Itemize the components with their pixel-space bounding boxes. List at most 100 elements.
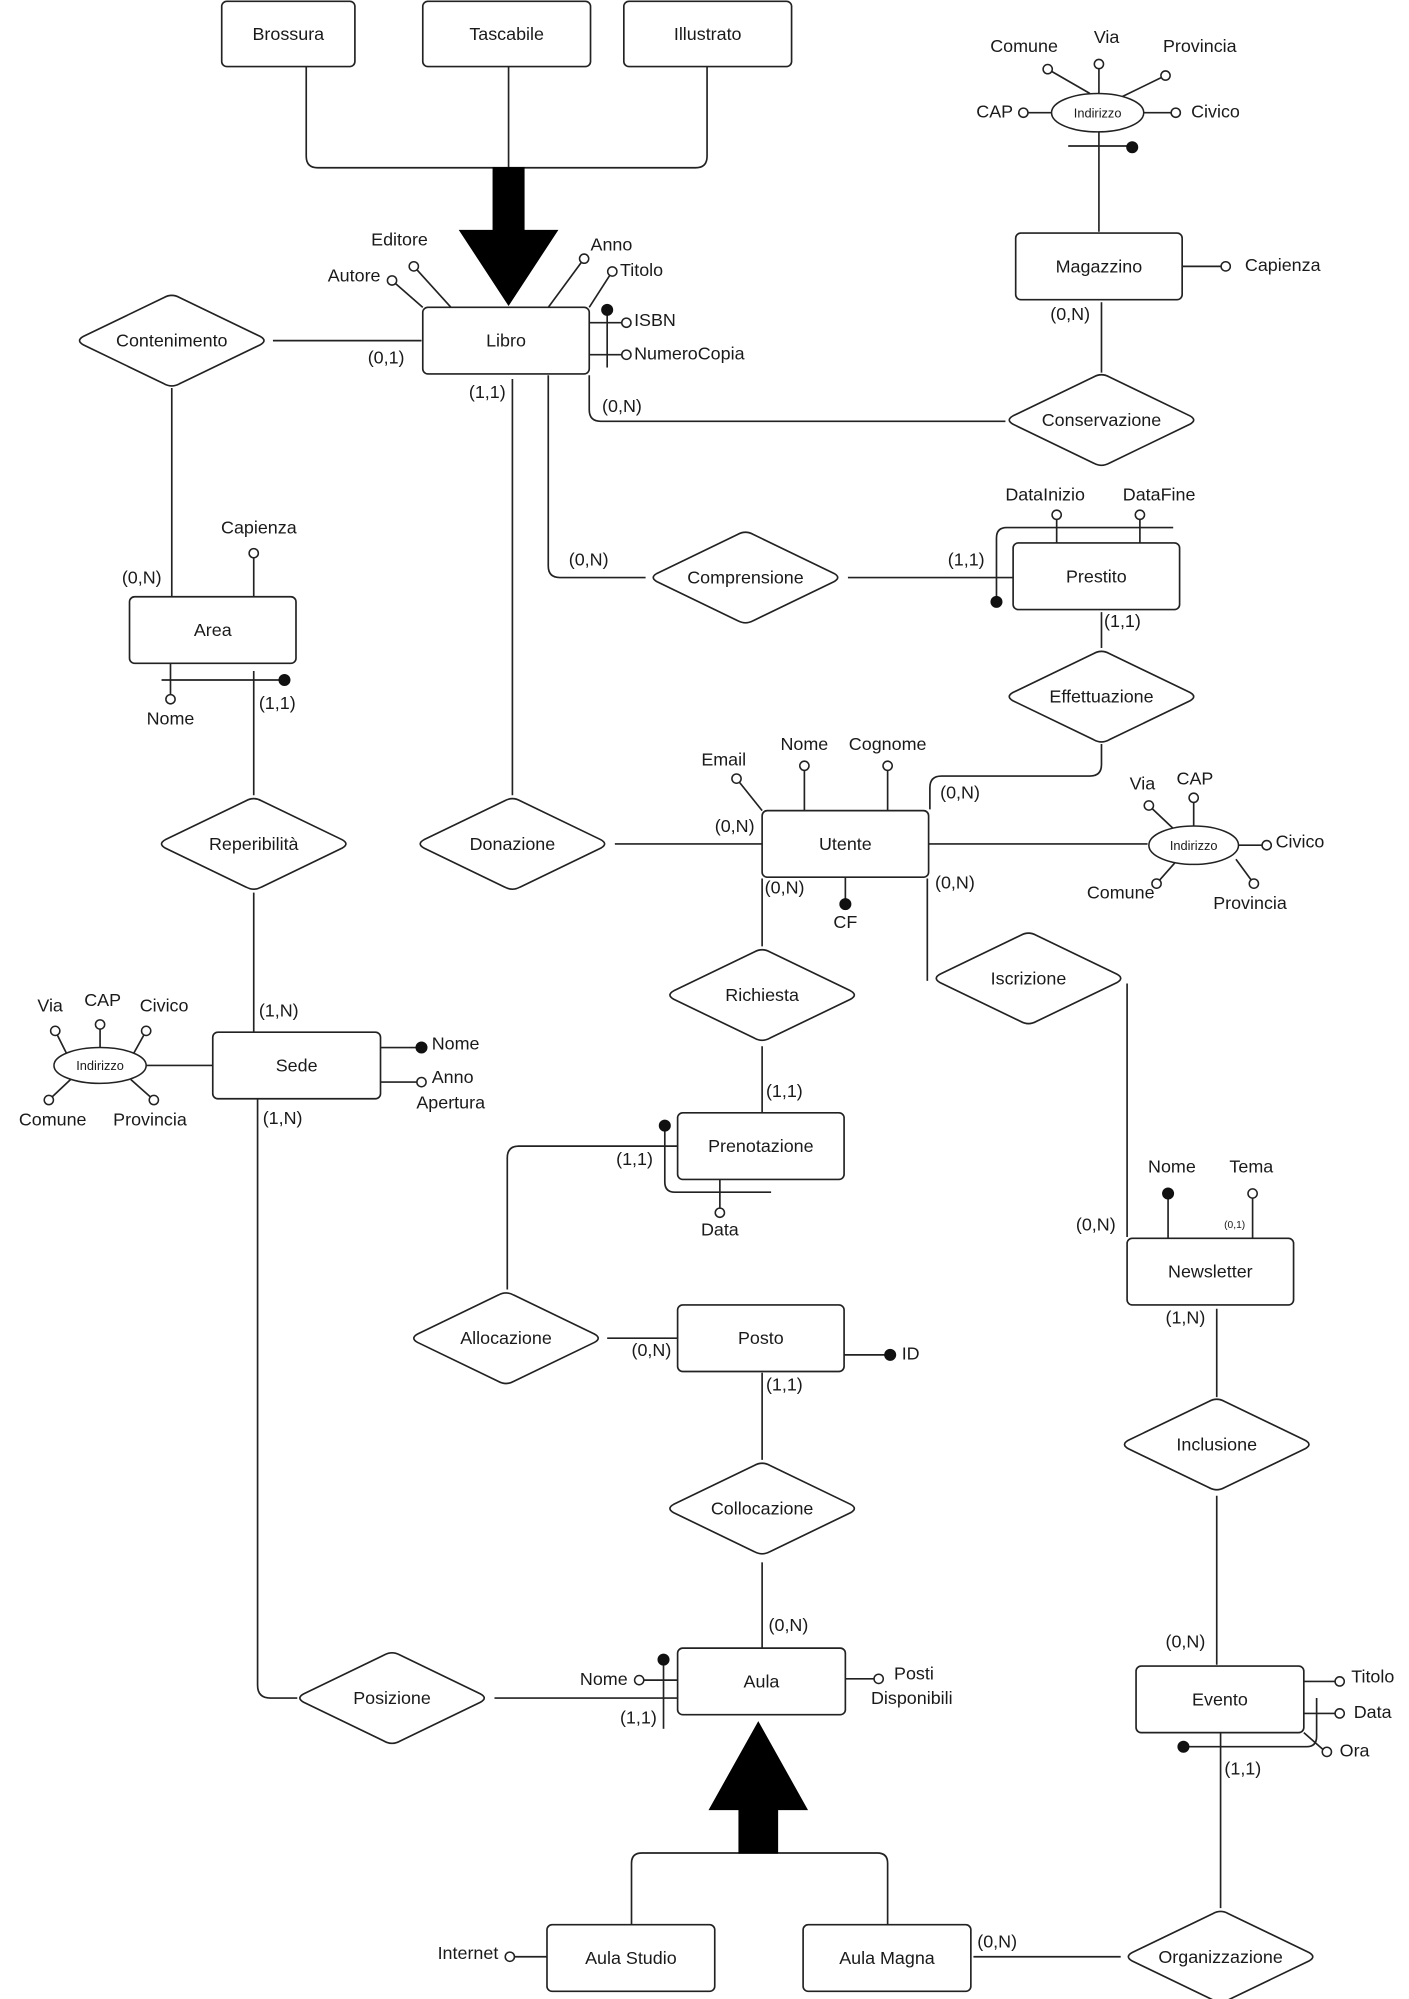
attribute-ora-dot-icon (1321, 1746, 1333, 1758)
relationship-conservazione[interactable]: Conservazione (1008, 373, 1195, 467)
attribute-line (735, 778, 763, 812)
composite-attribute-indirizzo-sede: Indirizzo (53, 1046, 147, 1085)
entity-label: Utente (819, 834, 872, 854)
attribute-titolo: Titolo (620, 260, 663, 280)
entity-label: Aula (744, 1671, 780, 1691)
attribute-nome-aula: Nome (580, 1669, 628, 1689)
entity-prenotazione[interactable]: Prenotazione (676, 1111, 845, 1181)
attribute-nome-sede: Nome (432, 1034, 480, 1054)
entity-magazzino[interactable]: Magazzino (1014, 232, 1183, 301)
attribute-titolo-evento: Titolo (1351, 1666, 1394, 1686)
attribute-datafine-dot-icon (1134, 509, 1146, 521)
attribute-cap-utente: CAP (1177, 769, 1214, 789)
relationship-richiesta[interactable]: Richiesta (669, 948, 856, 1042)
attribute-line (547, 258, 585, 308)
relationship-reperibilita[interactable]: Reperibilità (160, 797, 347, 891)
composite-attribute-ellipse (1050, 92, 1145, 133)
relationship-diamond (419, 797, 606, 891)
entity-posto[interactable]: Posto (676, 1304, 845, 1373)
entity-illustrato[interactable]: Illustrato (622, 0, 793, 68)
attribute-anno-sede: Anno (432, 1067, 474, 1087)
attribute-data-prenotazione-dot-icon (714, 1207, 726, 1219)
relationship-organizzazione[interactable]: Organizzazione (1127, 1910, 1314, 1999)
relationship-label: Donazione (470, 834, 556, 854)
cardinality-utente-effettuazione: (0,N) (940, 783, 980, 803)
cardinality-newsletter-inclusione: (1,N) (1166, 1308, 1206, 1328)
relationship-diamond (412, 1292, 600, 1385)
entity-box (802, 1923, 972, 1993)
relationship-label: Iscrizione (991, 968, 1067, 988)
relationship-label: Allocazione (460, 1328, 552, 1348)
attribute-cap: CAP (976, 101, 1013, 121)
attribute-provincia-sede: Provincia (113, 1109, 187, 1129)
relationship-label: Reperibilità (209, 834, 299, 854)
identifier-bar (1183, 1698, 1318, 1748)
relationship-diamond (1127, 1910, 1314, 1999)
identifier-nome-sede-dot-icon (415, 1041, 428, 1054)
entity-area[interactable]: Area (128, 595, 297, 665)
relationship-diamond (1123, 1398, 1310, 1491)
relationship-iscrizione[interactable]: Iscrizione (935, 932, 1122, 1025)
relationship-label: Effettuazione (1049, 687, 1153, 707)
connector-line (506, 1145, 678, 1290)
entity-tascabile[interactable]: Tascabile (421, 0, 592, 68)
attribute-tema-dot-icon (1247, 1188, 1258, 1199)
attribute-nome-area-dot-icon (165, 693, 176, 705)
attribute-line (1148, 804, 1174, 830)
cardinality-utente-donazione: (0,N) (715, 816, 755, 836)
relationship-label: Collocazione (711, 1499, 814, 1519)
composite-attribute-label: Indirizzo (1074, 105, 1122, 120)
attribute-civico-sede-dot-icon (140, 1025, 152, 1037)
attribute-via-utente-dot-icon (1143, 800, 1155, 811)
attribute-civico-sede: Civico (140, 995, 189, 1015)
entity-brossura[interactable]: Brossura (220, 0, 356, 68)
relationship-contenimento[interactable]: Contenimento (78, 294, 265, 387)
relationship-inclusione[interactable]: Inclusione (1123, 1398, 1310, 1491)
entity-newsletter[interactable]: Newsletter (1126, 1237, 1295, 1306)
relationship-diamond (935, 932, 1122, 1025)
identifier-bar (995, 526, 1174, 607)
attribute-provincia-dot-icon (1160, 70, 1171, 81)
entity-libro[interactable]: Libro (421, 306, 591, 375)
attribute-line (391, 279, 424, 308)
attribute-civico-utente-dot-icon (1261, 839, 1273, 851)
relationship-diamond (669, 948, 856, 1042)
relationship-diamond (652, 531, 839, 624)
entity-prestito[interactable]: Prestito (1012, 542, 1181, 611)
cardinality-libro-donazione: (1,1) (469, 382, 506, 402)
entity-evento[interactable]: Evento (1135, 1665, 1305, 1734)
attribute-via: Via (1094, 27, 1120, 47)
entity-aula-magna[interactable]: Aula Magna (802, 1923, 972, 1993)
relationship-effettuazione[interactable]: Effettuazione (1008, 650, 1195, 743)
attribute-internet: Internet (438, 1943, 499, 1963)
cardinality-libro-comprensione: (0,N) (569, 550, 609, 570)
cardinality-utente-iscrizione: (0,N) (935, 872, 975, 892)
entity-utente[interactable]: Utente (761, 809, 930, 879)
relationship-allocazione[interactable]: Allocazione (412, 1292, 600, 1385)
attribute-cap-sede-dot-icon (94, 1019, 106, 1030)
attribute-nome-utente: Nome (781, 734, 829, 754)
entity-sede[interactable]: Sede (211, 1031, 382, 1100)
attribute-cognome: Cognome (849, 734, 927, 754)
cardinality-sede-posizione: (1,N) (263, 1108, 303, 1128)
attribute-via-utente: Via (1130, 774, 1156, 794)
entity-label: Prestito (1066, 566, 1127, 586)
relationship-donazione[interactable]: Donazione (419, 797, 606, 891)
cardinality-magazzino-conservazione: (0,N) (1050, 304, 1090, 324)
entity-label: Newsletter (1168, 1262, 1253, 1282)
relationship-collocazione[interactable]: Collocazione (669, 1462, 856, 1555)
relationship-comprensione[interactable]: Comprensione (652, 531, 839, 624)
composite-attribute-ellipse (1148, 825, 1240, 866)
attribute-isbn-dot-icon (621, 317, 632, 329)
attribute-capienza-area-dot-icon (248, 547, 260, 559)
attribute-datafine: DataFine (1123, 484, 1196, 504)
entity-label: Aula Magna (839, 1948, 935, 1968)
entity-aula[interactable]: Aula (676, 1647, 847, 1716)
connector-line (588, 375, 1006, 423)
relationship-diamond (1008, 373, 1195, 467)
entity-aula-studio[interactable]: Aula Studio (546, 1923, 716, 1993)
cardinality-area-contenimento: (0,N) (122, 568, 162, 588)
entity-box (1126, 1237, 1295, 1306)
relationship-posizione[interactable]: Posizione (299, 1651, 486, 1745)
attribute-editore: Editore (371, 229, 428, 249)
